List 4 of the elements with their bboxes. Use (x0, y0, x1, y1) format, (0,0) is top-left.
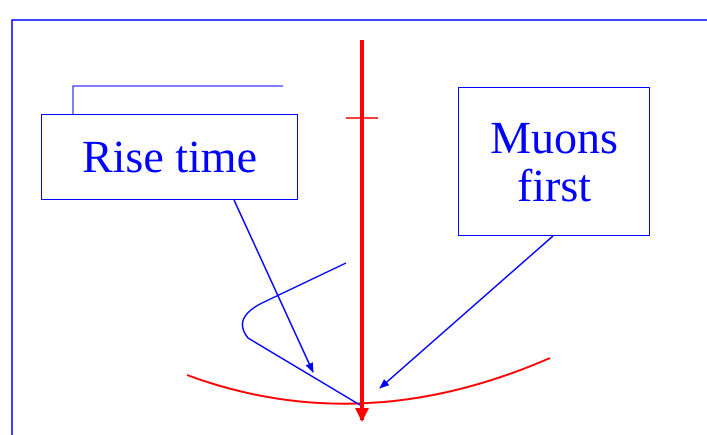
leader-arrow (379, 235, 554, 389)
label-box: Rise time (41, 114, 298, 200)
label-box: Muons first (458, 87, 650, 236)
leader-arrow (233, 200, 314, 373)
